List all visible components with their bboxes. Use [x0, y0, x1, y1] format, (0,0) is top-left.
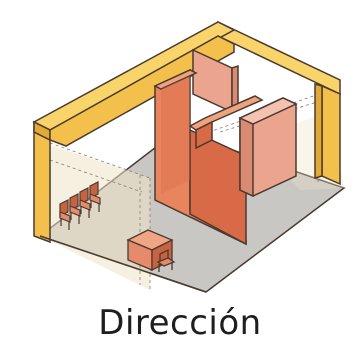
floor-light-patch	[40, 145, 150, 290]
wall-main-face	[189, 128, 247, 246]
rear-panel-front	[192, 48, 233, 114]
office-isometric-illustration	[32, 20, 346, 293]
chair-icon	[59, 199, 71, 230]
desk-with-chair-icon	[126, 229, 176, 272]
wall-main-top	[153, 69, 198, 90]
floor-edge	[39, 235, 207, 293]
room-label: Dirección	[98, 303, 262, 343]
frame-left-post	[33, 120, 51, 244]
wall-return-face	[195, 120, 213, 150]
chair-icon	[89, 181, 101, 212]
desk-chair-seat	[156, 257, 176, 267]
right-panel-edge	[239, 116, 254, 198]
frame-left-inner	[49, 35, 235, 147]
frame-back-post-side	[314, 83, 323, 179]
chair-icon	[69, 193, 81, 224]
chair-group-icon	[59, 181, 101, 230]
frame-back-post	[321, 84, 341, 186]
right-panel-top	[238, 97, 298, 125]
chair-icon	[79, 187, 91, 218]
wall-main-inner-shadow	[161, 76, 190, 194]
